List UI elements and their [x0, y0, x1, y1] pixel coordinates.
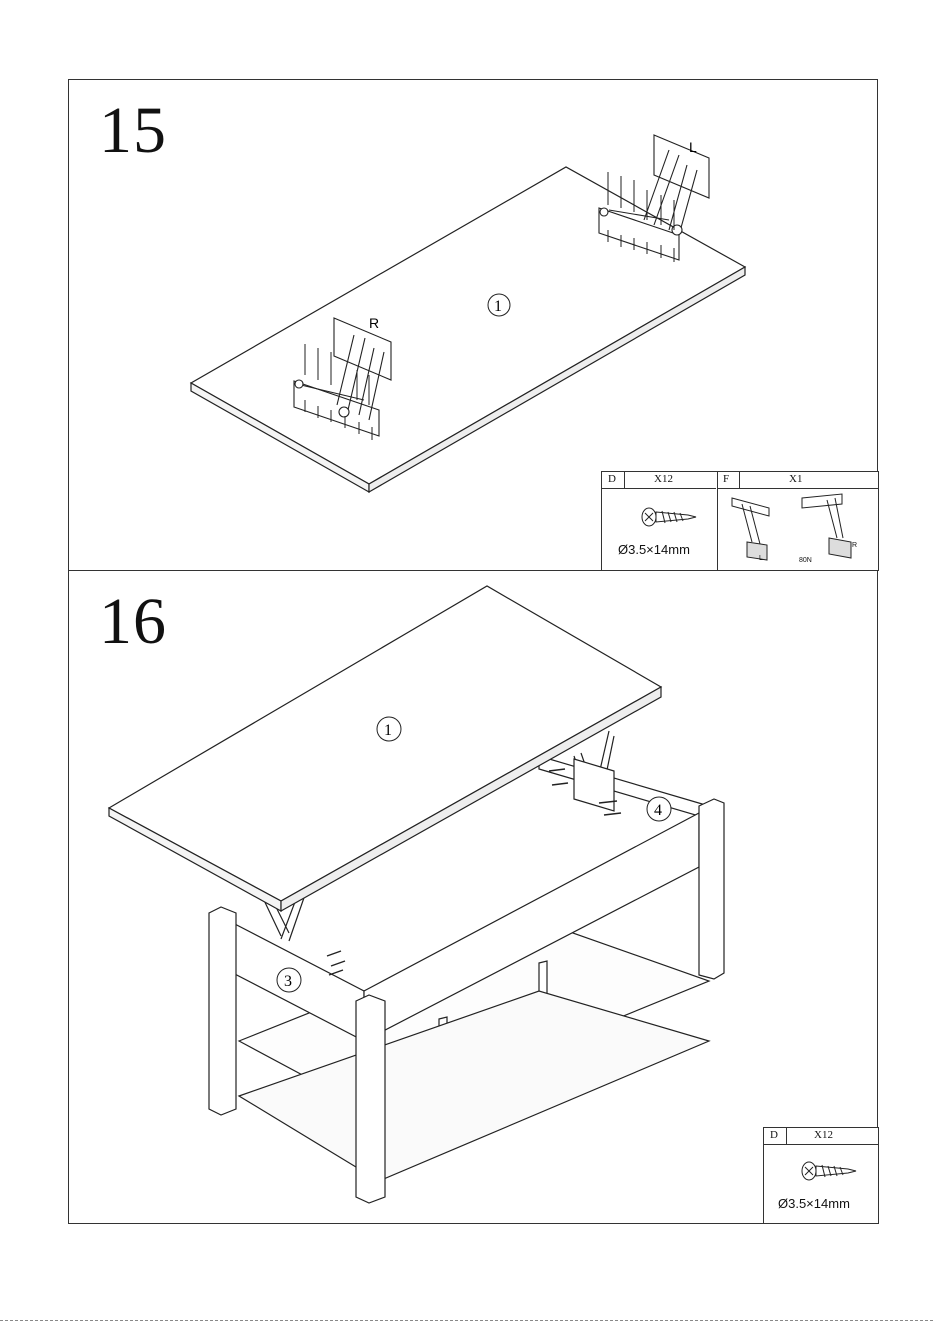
parts-box: D X12 Ø3.5×14mm F X1	[601, 471, 879, 571]
part-1-callout: 1	[488, 294, 510, 316]
part-4-callout: 4	[647, 797, 671, 821]
step-16-panel: 16	[68, 570, 878, 1224]
part-quantity: X12	[814, 1129, 833, 1141]
left-hinge-label: L	[689, 139, 697, 155]
screw-icon	[640, 502, 700, 532]
part-1-callout: 1	[377, 717, 401, 741]
right-hinge-label: R	[369, 315, 379, 331]
part-id: D	[770, 1129, 778, 1141]
part-3-callout: 3	[277, 968, 301, 992]
part-d-cell: D X12 Ø3.5×14mm	[602, 472, 718, 570]
svg-text:1: 1	[494, 298, 502, 315]
hinge-left-label: L	[759, 555, 763, 562]
lift-hinge-icon	[717, 490, 877, 570]
part-f-cell: F X1 L 80N R	[717, 472, 878, 570]
parts-box: D X12 Ø3.5×14mm	[763, 1127, 879, 1224]
part-id: F	[723, 473, 729, 485]
page-bottom-edge	[0, 1320, 933, 1321]
step-16-illustration: 1 3 4	[69, 571, 877, 1223]
screw-size: Ø3.5×14mm	[618, 542, 690, 557]
svg-text:1: 1	[384, 722, 392, 739]
part-quantity: X12	[654, 473, 673, 485]
screw-icon	[800, 1156, 860, 1186]
step-15-panel: 15 1 L	[68, 79, 878, 571]
part-id: D	[608, 473, 616, 485]
svg-text:3: 3	[284, 973, 292, 990]
hinge-right-label: R	[852, 542, 857, 549]
part-quantity: X1	[789, 473, 802, 485]
screw-size: Ø3.5×14mm	[778, 1196, 850, 1211]
hinge-force-label: 80N	[799, 557, 812, 564]
svg-text:4: 4	[654, 802, 662, 819]
